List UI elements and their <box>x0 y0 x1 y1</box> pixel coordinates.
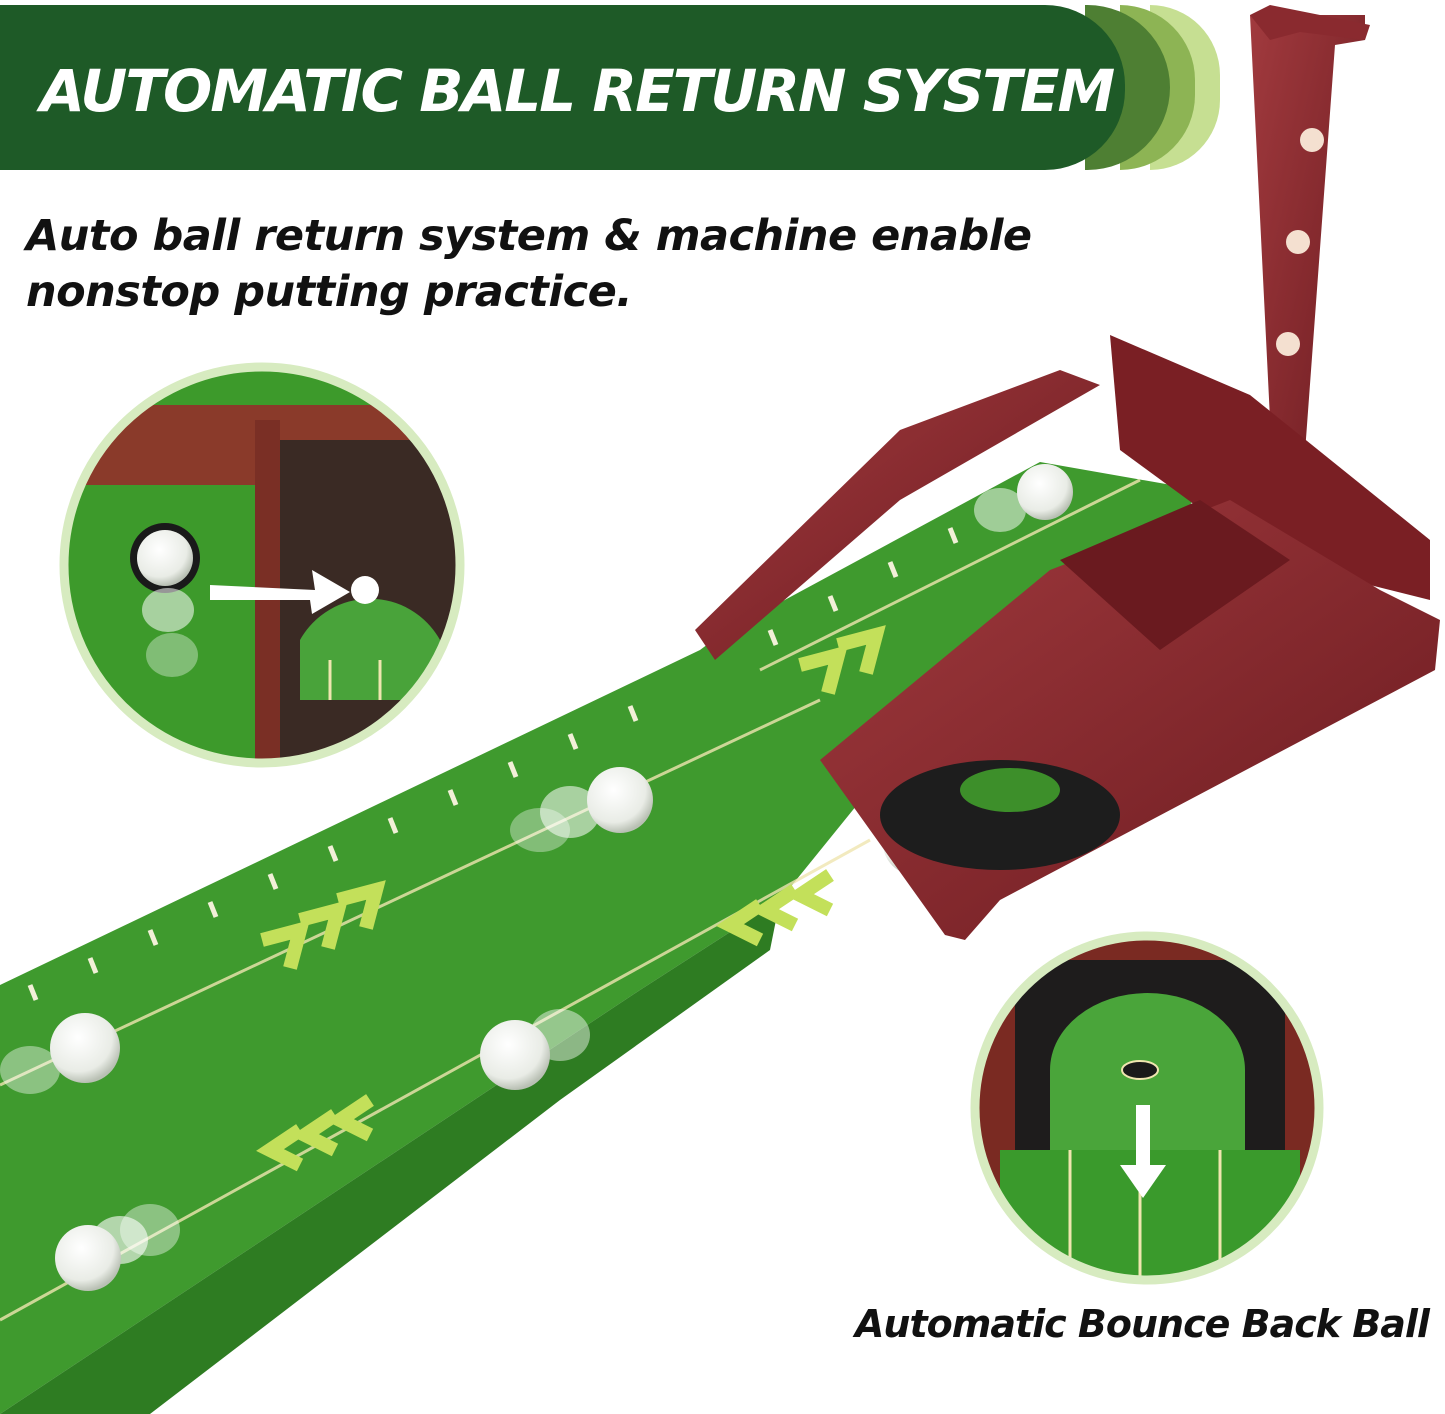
banner-title: AUTOMATIC BALL RETURN SYSTEM <box>40 57 1115 125</box>
return-cup <box>880 760 1120 870</box>
device-post <box>1250 15 1365 520</box>
distance-tick-marks <box>27 527 959 1001</box>
mat-shadow-edge <box>0 900 780 1414</box>
detail-circle-bounce-ring <box>970 931 1324 1285</box>
device-post-top <box>1250 5 1370 40</box>
chevron-arrow-icon <box>256 625 886 1172</box>
subtitle: Auto ball return system & machine enable… <box>26 211 1032 317</box>
detail-circle-hole-ring <box>59 362 465 768</box>
device-left-rail <box>695 370 1100 660</box>
wooden-ball-return-device <box>695 5 1440 940</box>
down-arrow-icon <box>1120 1105 1166 1198</box>
detail-caption: Automatic Bounce Back Ball <box>855 1302 1430 1346</box>
right-arrow-icon <box>210 570 350 614</box>
device-back-wall <box>1110 335 1430 600</box>
header-banner: AUTOMATIC BALL RETURN SYSTEM <box>0 5 1125 170</box>
device-compartment <box>1060 500 1290 650</box>
